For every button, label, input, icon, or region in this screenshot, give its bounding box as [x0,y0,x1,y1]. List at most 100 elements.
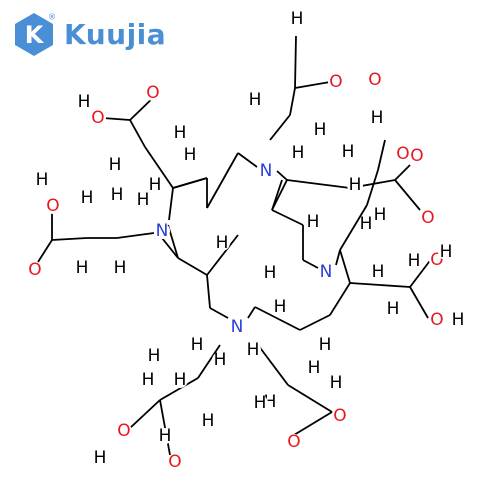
atom-label-backdrop [45,198,61,214]
atom-label-backdrop [332,408,348,424]
hydrogen-atom-label: H [264,263,277,283]
atom-label-backdrop [229,319,245,335]
atom-label-backdrop [116,423,132,439]
oxygen-atom-label: O [28,260,41,280]
atom-label-backdrop [305,214,321,230]
oxygen-atom-label: O [117,421,130,441]
bond [206,152,239,209]
logo-letter: K [25,21,45,49]
oxygen-atom-label: O [146,83,159,103]
hydrogen-atom-label: H [374,205,387,225]
atom-label-backdrop [154,223,170,239]
bond [257,344,289,386]
atom-label-backdrop [147,177,163,193]
hydrogen-atom-label: H [216,233,229,253]
atom-label-backdrop [27,262,43,278]
oxygen-atom-label: O [287,432,300,452]
atom-label-backdrop [145,85,161,101]
nitrogen-atom-label: N [231,317,244,337]
hydrogen-atom-label: H [184,145,197,165]
bond [172,177,208,189]
atom-label-backdrop [317,337,333,353]
atom-label-backdrop [258,163,274,179]
hydrogen-atom-label: H [137,190,150,210]
hydrogen-atom-label: H [452,310,465,330]
bond [293,411,333,436]
bond [197,344,221,379]
brand-name[interactable]: Kuujia [64,17,167,51]
hydrogen-atom-label: H [81,188,94,208]
bond [206,274,211,309]
atom-label-backdrop [367,72,383,88]
bond [339,204,368,251]
bond-layer [37,35,433,456]
hydrogen-atom-label: H [372,262,385,282]
hydrogen-atom-label: H [109,155,122,175]
oxygen-atom-label: O [421,208,434,228]
hydrogen-atom-label: H [360,214,373,234]
atom-label-backdrop [74,260,90,276]
atom-label-backdrop [34,172,50,188]
hydrogen-atom-label: H [174,370,187,390]
hydrogen-atom-label: H [114,258,127,278]
hydrogen-atom-label: H [111,185,124,205]
atom-label-backdrop [79,190,95,206]
oxygen-atom-label: O [396,144,409,164]
atom-label-backdrop [286,434,302,450]
bond [254,306,301,331]
bond [294,81,331,89]
atom-label-backdrop [272,299,288,315]
bond [168,187,174,221]
bond [144,146,174,189]
atom-label-backdrop [167,454,183,470]
hydrogen-atom-label: H [440,242,453,262]
hydrogen-atom-label: H [319,335,332,355]
bond [271,179,283,211]
atom-label-backdrop [76,94,92,110]
atom-label-backdrop [406,253,422,269]
atom-label-backdrop [328,375,344,391]
oxygen-atom-label: O [333,406,346,426]
hydrogen-atom-label: H [214,350,227,370]
bond [271,209,304,226]
bond [287,384,333,413]
bond [237,152,258,168]
hydrogen-atom-label: H [307,212,320,232]
atom-label-backdrop [395,146,411,162]
atom-label-backdrop [92,450,108,466]
atom-label-backdrop [290,145,306,161]
bond [209,307,229,319]
bond [394,164,411,181]
hydrogen-atom-label: H [149,175,162,195]
hydrogen-atom-label: H [387,299,400,319]
atom-label-backdrop [140,372,156,388]
hydrogen-atom-label: H [159,426,172,446]
oxygen-atom-label: O [91,108,104,128]
bond [366,169,379,206]
bond [335,249,341,266]
bond [129,399,161,429]
bond [177,257,208,276]
hydrogen-atom-label: H [148,346,161,366]
hydrogen-atom-label: H [142,370,155,390]
hydrogen-atom-label: H [76,258,89,278]
atom-label-backdrop [182,147,198,163]
registered-mark: ® [48,13,56,22]
bond [51,237,88,241]
hydrogen-atom-label: H [191,335,204,355]
bond [302,259,319,269]
hydrogen-atom-label: H [349,175,362,195]
atom-label-backdrop [157,428,173,444]
hydrogen-atom-label: H [308,358,321,378]
atom-label-backdrop [429,312,445,328]
atom-label-backdrop [146,348,162,364]
atom-label-backdrop [90,110,106,126]
oxygen-atom-label: O [329,72,342,92]
hydrogen-atom-label: H [371,108,384,128]
oxygen-atom-label: O [410,146,423,166]
bond [339,249,351,284]
atom-label-backdrop [450,312,466,328]
bond [329,282,351,316]
atom-label-backdrop [306,360,322,376]
